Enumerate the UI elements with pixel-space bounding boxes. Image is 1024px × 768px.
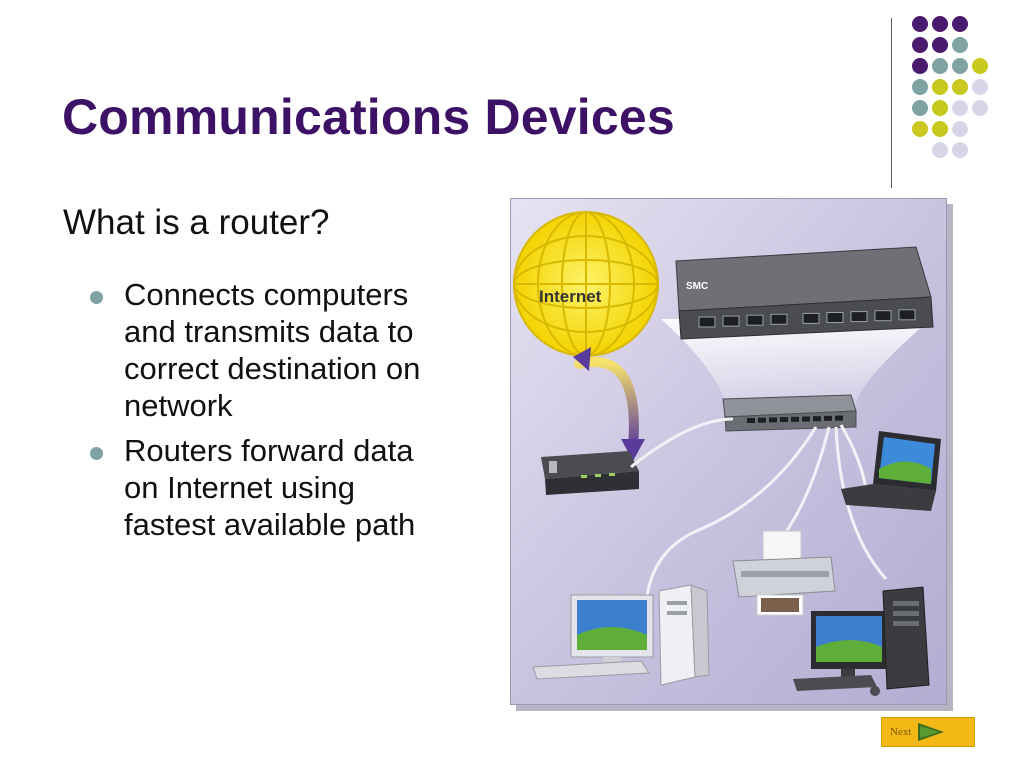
decorative-dot — [972, 58, 988, 74]
printer-icon — [732, 530, 836, 616]
decorative-dot — [952, 16, 968, 32]
decorative-dot — [912, 100, 928, 116]
bullet-text: Routers forward data on Internet using f… — [124, 433, 416, 542]
switch-port-icon — [802, 416, 810, 422]
next-button[interactable]: Next — [881, 717, 975, 747]
decorative-dot — [952, 142, 968, 158]
funnel-highlight — [661, 319, 931, 404]
switch-port-icon — [791, 416, 799, 422]
network-illustration: Internet SMC — [510, 198, 947, 705]
decorative-dot — [912, 79, 928, 95]
globe-icon: Internet — [513, 211, 659, 357]
desktop-computer-icon — [793, 586, 930, 696]
switch-port-icon — [835, 415, 843, 421]
decorative-dot — [912, 121, 928, 137]
switch-port-icon — [802, 312, 820, 324]
laptop-icon — [841, 431, 941, 511]
switch-port-icon — [769, 417, 777, 423]
switch-port-icon — [850, 311, 868, 323]
decorative-dot — [932, 142, 948, 158]
bullet-dot-icon — [90, 447, 103, 460]
switch-port-icon — [824, 415, 832, 421]
network-switch-icon — [722, 394, 857, 432]
data-flow-arrow-icon — [574, 357, 639, 452]
decorative-dot — [912, 58, 928, 74]
bullet-list: Connects computers and transmits data to… — [90, 276, 440, 551]
next-label: Next — [890, 726, 912, 738]
decorative-dot — [912, 37, 928, 53]
decorative-dot — [952, 79, 968, 95]
bullet-item: Connects computers and transmits data to… — [90, 276, 440, 424]
desktop-computer-icon — [532, 584, 710, 686]
router-icon — [541, 451, 639, 495]
slide-subtitle: What is a router? — [63, 203, 330, 242]
switch-port-icon — [747, 418, 755, 423]
bullet-text: Connects computers and transmits data to… — [124, 277, 421, 423]
arrow-head-icon — [573, 347, 591, 371]
switch-port-icon — [813, 416, 821, 422]
internet-label: Internet — [539, 287, 602, 306]
switch-port-icon — [758, 417, 766, 423]
decorative-dot — [952, 37, 968, 53]
bullet-dot-icon — [90, 291, 103, 304]
switch-port-icon — [746, 314, 764, 326]
network-cables — [630, 417, 888, 605]
switch-port-icon — [874, 310, 892, 322]
decorative-dot — [932, 121, 948, 137]
network-switch-large-icon: SMC — [675, 246, 934, 340]
switch-port-icon — [698, 316, 716, 328]
switch-port-icon — [898, 309, 916, 321]
decorative-dot — [912, 16, 928, 32]
play-arrow-icon — [918, 723, 944, 741]
switch-port-icon — [722, 315, 740, 327]
decorative-dot — [932, 100, 948, 116]
slide-title: Communications Devices — [62, 89, 675, 145]
bullet-item: Routers forward data on Internet using f… — [90, 432, 440, 543]
decorative-dot — [932, 16, 948, 32]
switch-port-icon — [780, 417, 788, 423]
decorative-dot — [972, 79, 988, 95]
decorative-dot — [952, 100, 968, 116]
switch-brand-label: SMC — [686, 281, 708, 292]
divider-line — [891, 18, 892, 188]
decorative-dot — [932, 58, 948, 74]
switch-port-icon — [770, 313, 788, 325]
decorative-dot-grid — [896, 8, 1020, 168]
decorative-dot — [952, 58, 968, 74]
decorative-dot — [932, 79, 948, 95]
switch-port-icon — [826, 312, 844, 323]
decorative-dot — [972, 100, 988, 116]
decorative-dot — [952, 121, 968, 137]
decorative-dot — [932, 37, 948, 53]
arrow-head-icon — [621, 439, 645, 461]
